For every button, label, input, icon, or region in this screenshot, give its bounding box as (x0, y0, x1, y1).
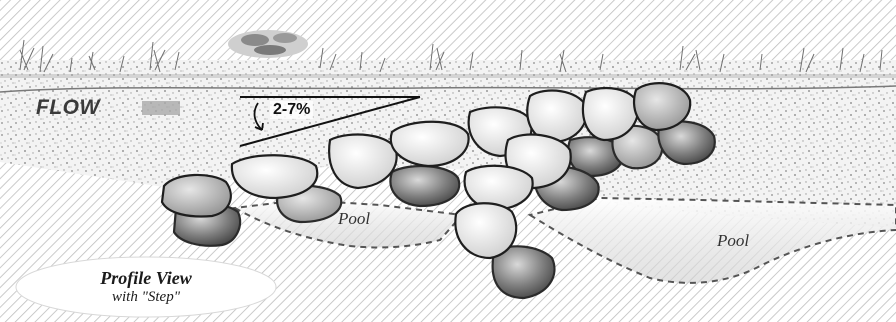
view-title: Profile View (100, 268, 192, 288)
flow-label: FLOW (36, 96, 100, 120)
rock (162, 175, 231, 217)
view-title-block: Profile View with "Step" (18, 258, 274, 316)
pool-label-lower: Pool (717, 231, 749, 251)
pool-label-upper: Pool (338, 209, 370, 229)
flow-arrow (142, 101, 180, 115)
rock (390, 166, 459, 206)
shrub (228, 30, 308, 58)
view-subtitle: with "Step" (112, 288, 180, 306)
slope-label: 2-7% (270, 101, 313, 119)
